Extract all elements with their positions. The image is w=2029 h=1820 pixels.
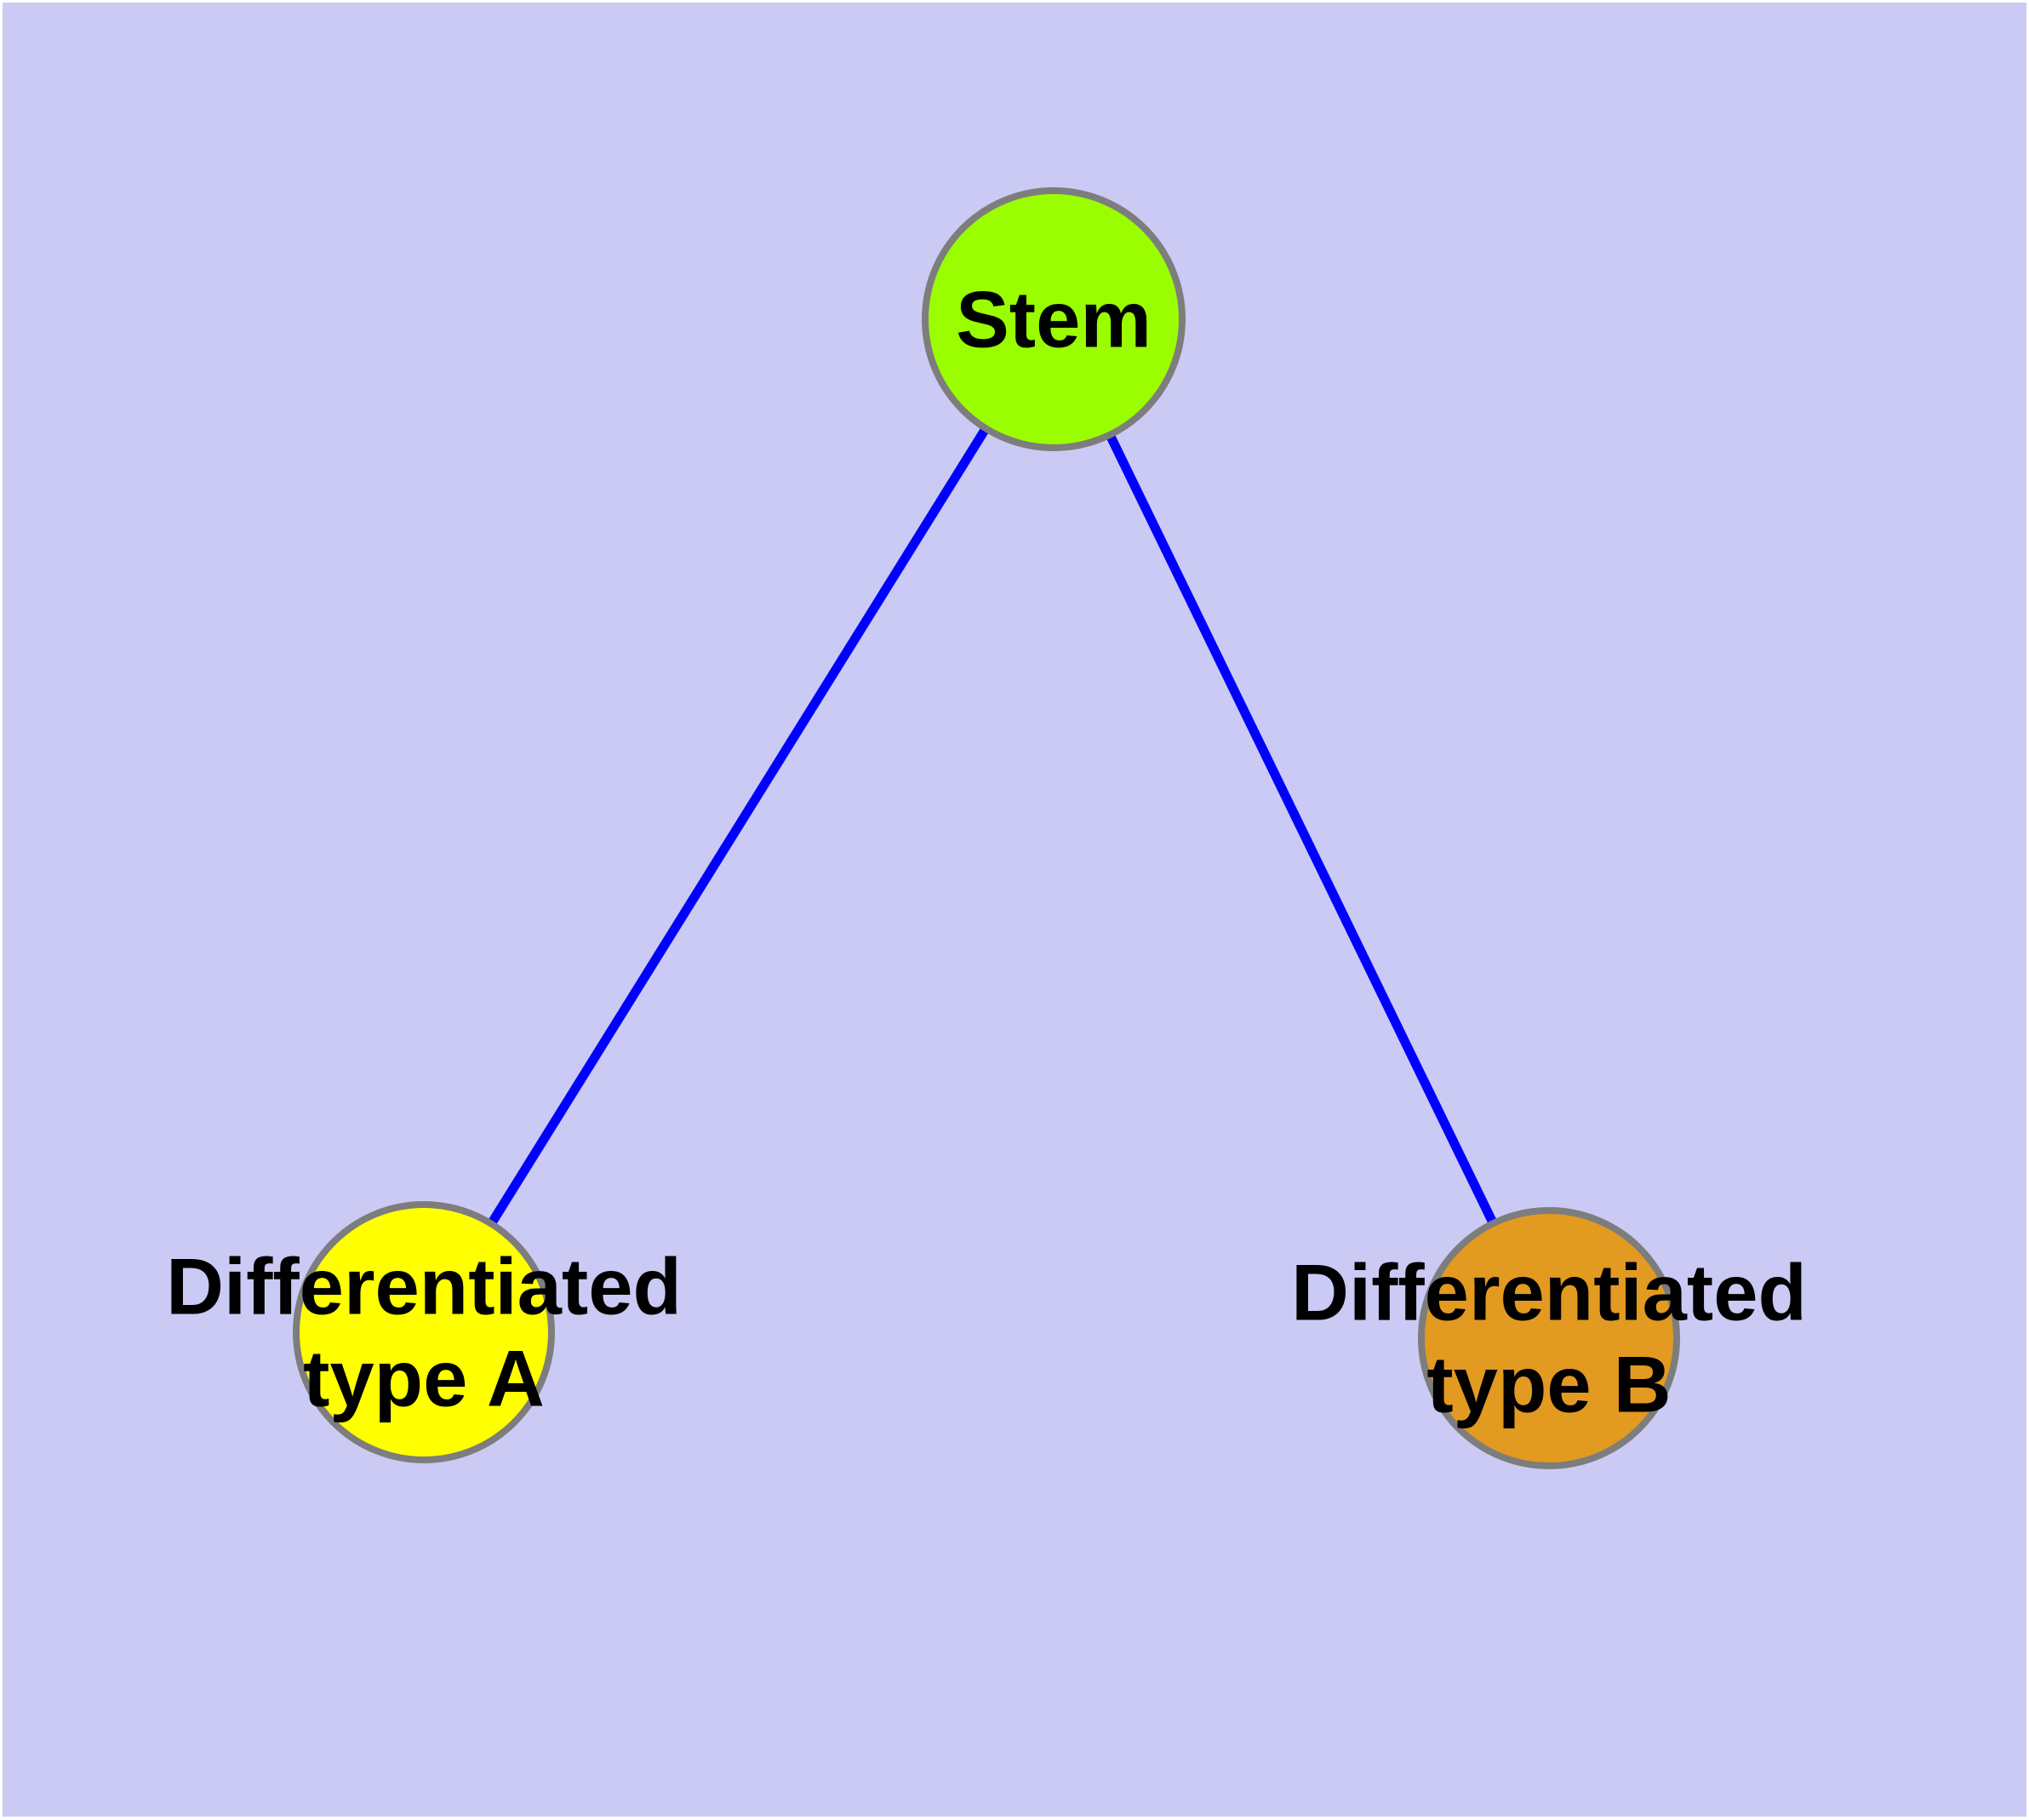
edge-stem-to-differentiated-type-b: [1049, 317, 1553, 1341]
edge-stem-to-differentiated-type-a: [420, 317, 1058, 1335]
node-differentiated-type-a-label-line-2: type A: [303, 1334, 545, 1423]
node-differentiated-type-b-label-line-2: type B: [1426, 1340, 1671, 1429]
edges-layer: [420, 317, 1553, 1341]
node-differentiated-type-a-circle: [293, 1201, 555, 1463]
node-differentiated-type-b-label-line-1: Differentiated: [1291, 1248, 1807, 1337]
node-stem-label-line-1: Stem: [956, 275, 1152, 364]
node-stem-circle: [922, 187, 1186, 451]
nodes-layer: [293, 187, 1680, 1469]
node-differentiated-type-a-label-line-1: Differentiated: [166, 1242, 682, 1331]
node-differentiated-type-b-circle: [1418, 1207, 1680, 1469]
